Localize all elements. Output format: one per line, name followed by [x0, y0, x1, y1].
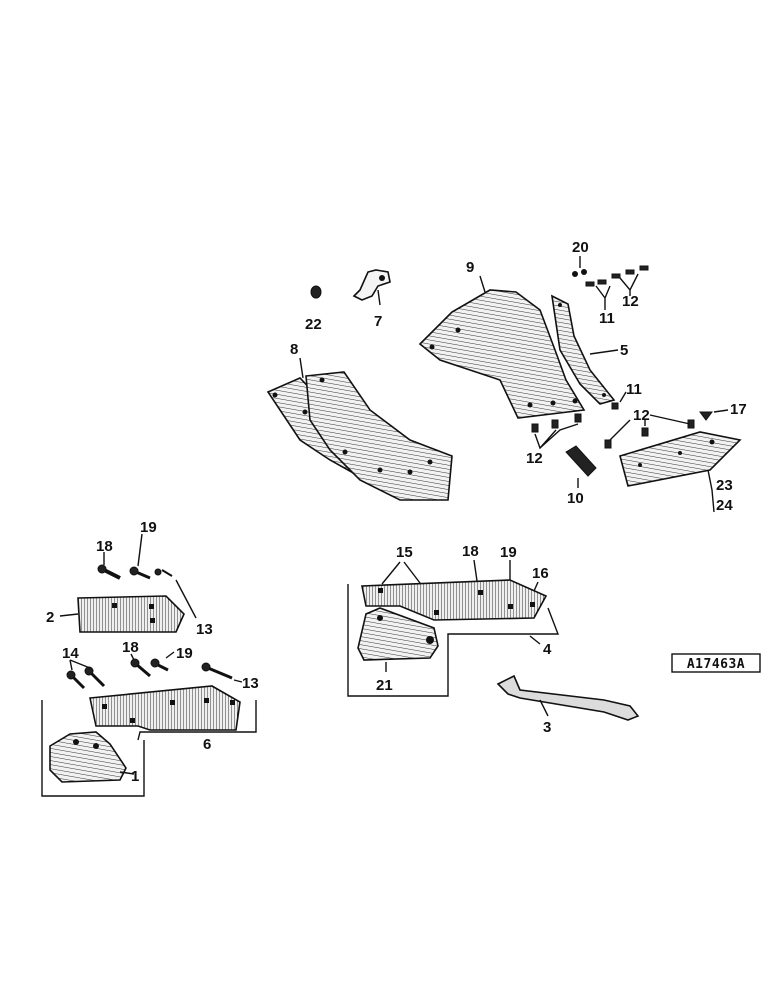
callout-19b: 19	[176, 645, 193, 662]
callout-14: 14	[62, 645, 79, 662]
callout-18a: 18	[96, 538, 113, 555]
part-8-twisted-plate	[266, 371, 453, 501]
part-23-24-share	[619, 431, 742, 487]
callout-21: 21	[376, 677, 393, 694]
part-19-bolt-top	[129, 566, 162, 580]
leader-12a	[619, 273, 639, 296]
group-bracket-1	[41, 700, 145, 797]
callout-24: 24	[716, 497, 733, 514]
part-14-bolts	[66, 666, 106, 690]
leader-9	[479, 275, 486, 293]
leader-7	[377, 289, 381, 306]
leader-17	[713, 409, 729, 413]
part-7-bracket	[352, 269, 391, 301]
leader-13b	[233, 679, 243, 683]
part-18-bolt-top	[97, 564, 121, 580]
callout-12a: 12	[622, 293, 639, 310]
part-12-bolts-top	[585, 265, 649, 287]
callout-12b: 12	[526, 450, 543, 467]
part-9-moldboard	[418, 289, 586, 419]
part-13-pin-top	[161, 569, 173, 577]
callout-13a: 13	[196, 621, 213, 638]
leader-12c	[609, 414, 691, 441]
callout-9: 9	[466, 259, 474, 276]
leader-8	[299, 357, 304, 379]
part-17-bolt	[699, 411, 713, 421]
leader-13a	[175, 579, 197, 619]
part-11-nut	[611, 402, 619, 410]
leader-14	[69, 659, 91, 671]
part-5-extension	[550, 294, 616, 405]
callout-13b: 13	[242, 675, 259, 692]
callout-2: 2	[46, 609, 54, 626]
leader-19b	[165, 651, 175, 659]
part-18-bolt-mid	[130, 658, 151, 678]
callout-17: 17	[730, 401, 747, 418]
part-6-frog-plate	[89, 685, 241, 731]
reference-code: A17463A	[687, 657, 745, 672]
part-1-frog	[49, 731, 127, 783]
callout-4: 4	[543, 641, 552, 658]
leader-18b	[130, 653, 135, 661]
leader-6	[137, 700, 257, 741]
leader-3	[539, 699, 549, 717]
part-12-bolts-left	[531, 413, 582, 433]
part-3-brace-rod	[496, 674, 640, 721]
callout-3: 3	[543, 719, 551, 736]
part-22-nut	[310, 285, 322, 299]
leader-1	[119, 771, 135, 775]
leader-23-24	[707, 469, 715, 513]
callout-19c: 19	[500, 544, 517, 561]
callout-11b: 11	[626, 381, 642, 398]
callout-18b: 18	[122, 639, 139, 656]
callout-5: 5	[620, 342, 628, 359]
part-13-pin-mid	[201, 662, 233, 680]
callout-22: 22	[305, 316, 322, 333]
callout-15: 15	[396, 544, 413, 561]
leader-5	[589, 349, 619, 355]
callout-18c: 18	[462, 543, 479, 560]
part-4-landside	[361, 579, 548, 621]
callout-23: 23	[716, 477, 733, 494]
leader-12b	[534, 423, 579, 450]
leader-4	[529, 635, 541, 645]
group-bracket-4	[347, 584, 560, 697]
leader-2	[59, 613, 79, 617]
callout-6: 6	[203, 736, 211, 753]
part-20-nuts	[572, 269, 587, 277]
leader-19a	[137, 533, 143, 567]
callout-11a: 11	[599, 310, 615, 327]
part-21-brace	[357, 607, 439, 661]
callout-8: 8	[290, 341, 298, 358]
callout-20: 20	[572, 239, 589, 256]
leader-11b	[619, 391, 627, 403]
callout-12c: 12	[633, 407, 650, 424]
leader-11a	[595, 285, 611, 310]
callout-16: 16	[532, 565, 549, 582]
reference-code-box: A17463A	[671, 653, 761, 673]
callout-7: 7	[374, 313, 382, 330]
callout-10: 10	[567, 490, 584, 507]
part-10-point	[565, 445, 597, 477]
callout-19a: 19	[140, 519, 157, 536]
part-2-plate	[77, 595, 185, 633]
part-19-bolt-mid	[150, 658, 169, 672]
callout-1: 1	[131, 768, 139, 785]
